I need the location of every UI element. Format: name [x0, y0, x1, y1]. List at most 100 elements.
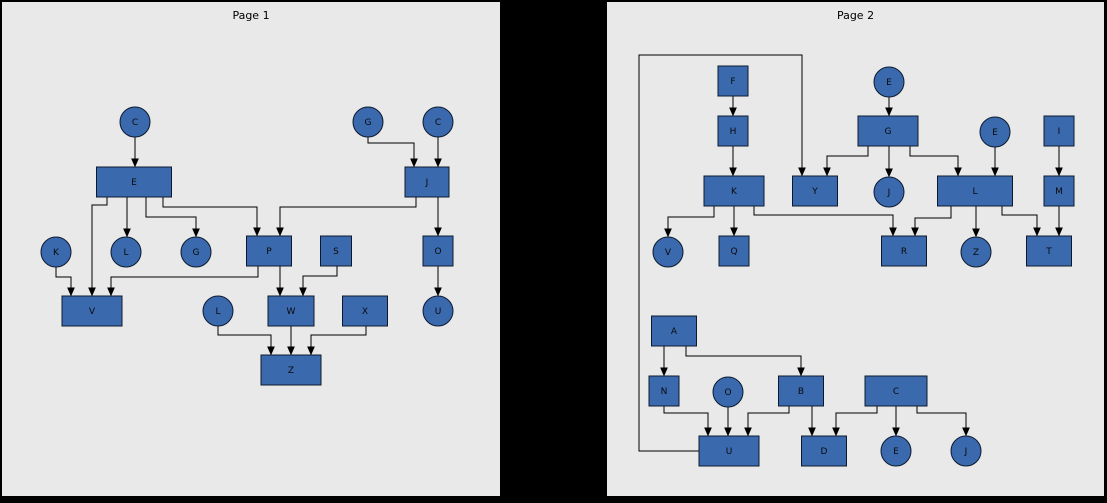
edge-E-P [162, 197, 261, 237]
node-P-shape [246, 235, 292, 267]
edge-C-D [832, 406, 878, 437]
node-J-label: J [425, 178, 429, 188]
node-C2: C [422, 106, 454, 138]
node-A-label: A [671, 327, 678, 337]
node-U-label: U [726, 447, 733, 457]
edge-K-V [55, 267, 75, 297]
node-L-shape [937, 175, 1013, 207]
node-R-label: R [901, 247, 907, 257]
node-E-shape [96, 166, 172, 198]
node-S: S [320, 235, 352, 267]
node-J1: J [873, 176, 905, 208]
edge-G-Y [823, 146, 869, 177]
edge-G1-J [367, 137, 418, 168]
node-T-label: T [1045, 247, 1052, 257]
node-C1-label: C [132, 118, 138, 128]
node-L2: L [202, 295, 234, 327]
node-F-shape [717, 65, 749, 97]
node-F-label: F [730, 77, 735, 87]
node-V-label: V [665, 248, 672, 258]
node-Z-label: Z [973, 248, 979, 258]
node-X: X [342, 295, 388, 327]
node-O-shape [712, 376, 744, 408]
node-C2-shape [422, 106, 454, 138]
node-E: E [96, 166, 172, 198]
node-D-label: D [821, 447, 828, 457]
node-K-shape [40, 236, 72, 268]
node-O-label: O [724, 388, 731, 398]
node-H: H [717, 115, 749, 147]
node-D-shape [801, 435, 847, 467]
node-N: N [648, 375, 680, 407]
node-L1: L [110, 236, 142, 268]
node-J1-shape [873, 176, 905, 208]
node-O: O [422, 235, 454, 267]
node-C2-label: C [435, 118, 441, 128]
node-K: K [40, 236, 72, 268]
node-J: J [404, 166, 450, 198]
node-C-shape [864, 375, 928, 407]
node-Z-label: Z [288, 366, 294, 376]
node-A-shape [651, 315, 697, 347]
node-G2-label: G [193, 248, 200, 258]
page-1-diagram: C G C E J K L G P S O V L W X U Z [40, 106, 454, 386]
edge-U-Y [638, 54, 806, 452]
node-B-shape [778, 375, 824, 407]
node-S-label: S [333, 247, 339, 257]
node-I: I [1043, 115, 1075, 147]
node-I-label: I [1058, 127, 1061, 137]
node-H-label: H [730, 127, 737, 137]
node-P-label: P [266, 247, 272, 257]
node-G: G [857, 115, 919, 147]
node-X-shape [342, 295, 388, 327]
node-U-label: U [435, 307, 442, 317]
edge-A-B [685, 346, 805, 377]
node-W-shape [267, 295, 315, 327]
node-T: T [1026, 235, 1072, 267]
node-C1-shape [119, 106, 151, 138]
node-X-label: X [362, 307, 368, 317]
node-M-shape [1043, 175, 1075, 207]
node-M: M [1043, 175, 1075, 207]
node-I-shape [1043, 115, 1075, 147]
node-E-label: E [131, 178, 137, 188]
edge-X-Z [307, 326, 367, 356]
node-E3-label: E [893, 447, 899, 457]
node-G1-label: G [365, 118, 372, 128]
node-P: P [246, 235, 292, 267]
node-U-shape [698, 435, 760, 467]
node-C-label: C [893, 387, 899, 397]
node-K-shape [703, 175, 765, 207]
edge-L-T [1001, 206, 1041, 237]
edge-P-V [107, 266, 259, 297]
node-L1-label: L [123, 248, 128, 258]
node-E2-shape [979, 116, 1011, 148]
node-A: A [651, 315, 697, 347]
node-G-label: G [885, 127, 892, 137]
node-V-label: V [89, 307, 96, 317]
node-L2-label: L [215, 307, 220, 317]
node-C1: C [119, 106, 151, 138]
node-Q-shape [718, 235, 750, 267]
node-E3-shape [880, 435, 912, 467]
node-O: O [712, 376, 744, 408]
node-L1-shape [110, 236, 142, 268]
node-R-shape [881, 235, 927, 267]
node-M-label: M [1055, 187, 1063, 197]
node-Z-shape [260, 354, 322, 386]
node-O-shape [422, 235, 454, 267]
edge-C-J2 [916, 406, 970, 437]
node-L2-shape [202, 295, 234, 327]
node-Z: Z [260, 354, 322, 386]
node-W-label: W [287, 307, 296, 317]
edge-G-L [909, 146, 962, 177]
node-Y-label: Y [811, 187, 818, 197]
node-U: U [422, 295, 454, 327]
node-Y: Y [792, 175, 838, 207]
node-T-shape [1026, 235, 1072, 267]
node-J2-shape [950, 435, 982, 467]
node-E2: E [979, 116, 1011, 148]
